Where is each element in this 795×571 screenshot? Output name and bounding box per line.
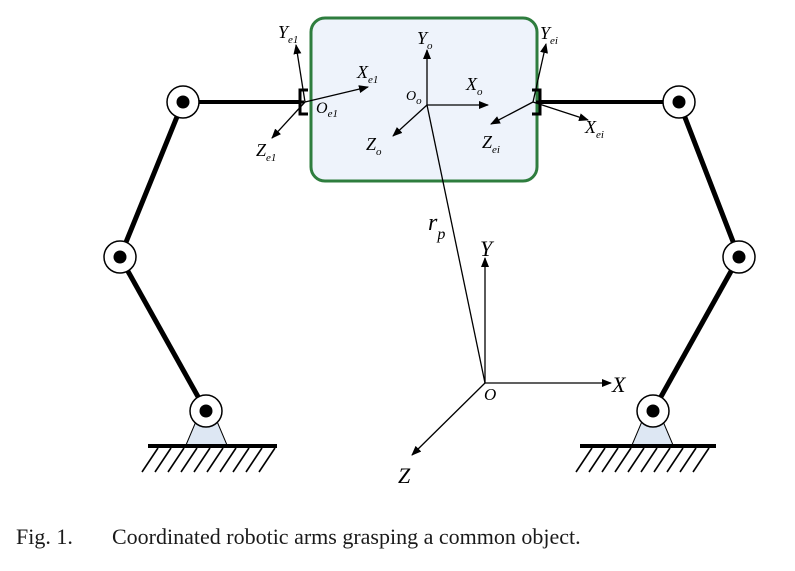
- world-x-label: X: [611, 372, 627, 397]
- right-arm-link-lower: [650, 255, 742, 413]
- left-arm-link-middle: [117, 101, 186, 258]
- left-effector-y-label: Ye1: [278, 22, 298, 46]
- world-origin-label: O: [484, 385, 496, 404]
- position-vector-line: [426, 104, 486, 384]
- right-effector-x-label: Xei: [584, 117, 604, 141]
- object-z-label: Zo: [366, 134, 382, 158]
- object-y-label: Yo: [417, 28, 433, 52]
- caption-number: Fig. 1.: [16, 524, 73, 549]
- object-origin-label: Oo: [406, 89, 422, 107]
- left-joint-base: [189, 394, 223, 428]
- object-frame: [392, 49, 489, 137]
- left-joint-top: [166, 85, 200, 119]
- world-z-label: Z: [398, 463, 411, 488]
- right-arm-link-middle: [676, 101, 742, 258]
- left-ground-hatch: [141, 447, 276, 473]
- right-joint-top: [662, 85, 696, 119]
- right-joint-base: [636, 394, 670, 428]
- grasped-object: [309, 16, 539, 183]
- caption-text: Coordinated robotic arms grasping a comm…: [112, 524, 581, 549]
- right-effector-z-label: Zei: [482, 132, 500, 156]
- right-effector-y-label: Yei: [540, 23, 558, 47]
- right-effector-frame: [490, 43, 589, 125]
- right-robot-arm: [532, 85, 756, 473]
- left-effector-x-label: Xe1: [356, 62, 378, 86]
- right-joint-middle: [722, 240, 756, 274]
- left-arm-link-lower: [117, 255, 209, 413]
- robot-arms-diagram: Ye1 Xe1 Ze1 Oe1 Yo Xo Zo Oo Yei Xei Zei …: [103, 16, 756, 488]
- world-y-label: Y: [480, 236, 495, 261]
- left-effector-frame: [271, 44, 369, 139]
- object-x-label: Xo: [465, 74, 483, 98]
- left-robot-arm: [103, 85, 308, 473]
- world-frame: [411, 257, 612, 456]
- position-vector-label: rp: [428, 210, 445, 243]
- left-effector-z-label: Ze1: [256, 140, 276, 164]
- left-gripper: [298, 88, 308, 116]
- right-ground-hatch: [575, 447, 710, 473]
- left-joint-middle: [103, 240, 137, 274]
- figure-caption: Fig. 1. Coordinated robotic arms grasping…: [16, 524, 786, 550]
- left-effector-origin-label: Oe1: [316, 100, 338, 120]
